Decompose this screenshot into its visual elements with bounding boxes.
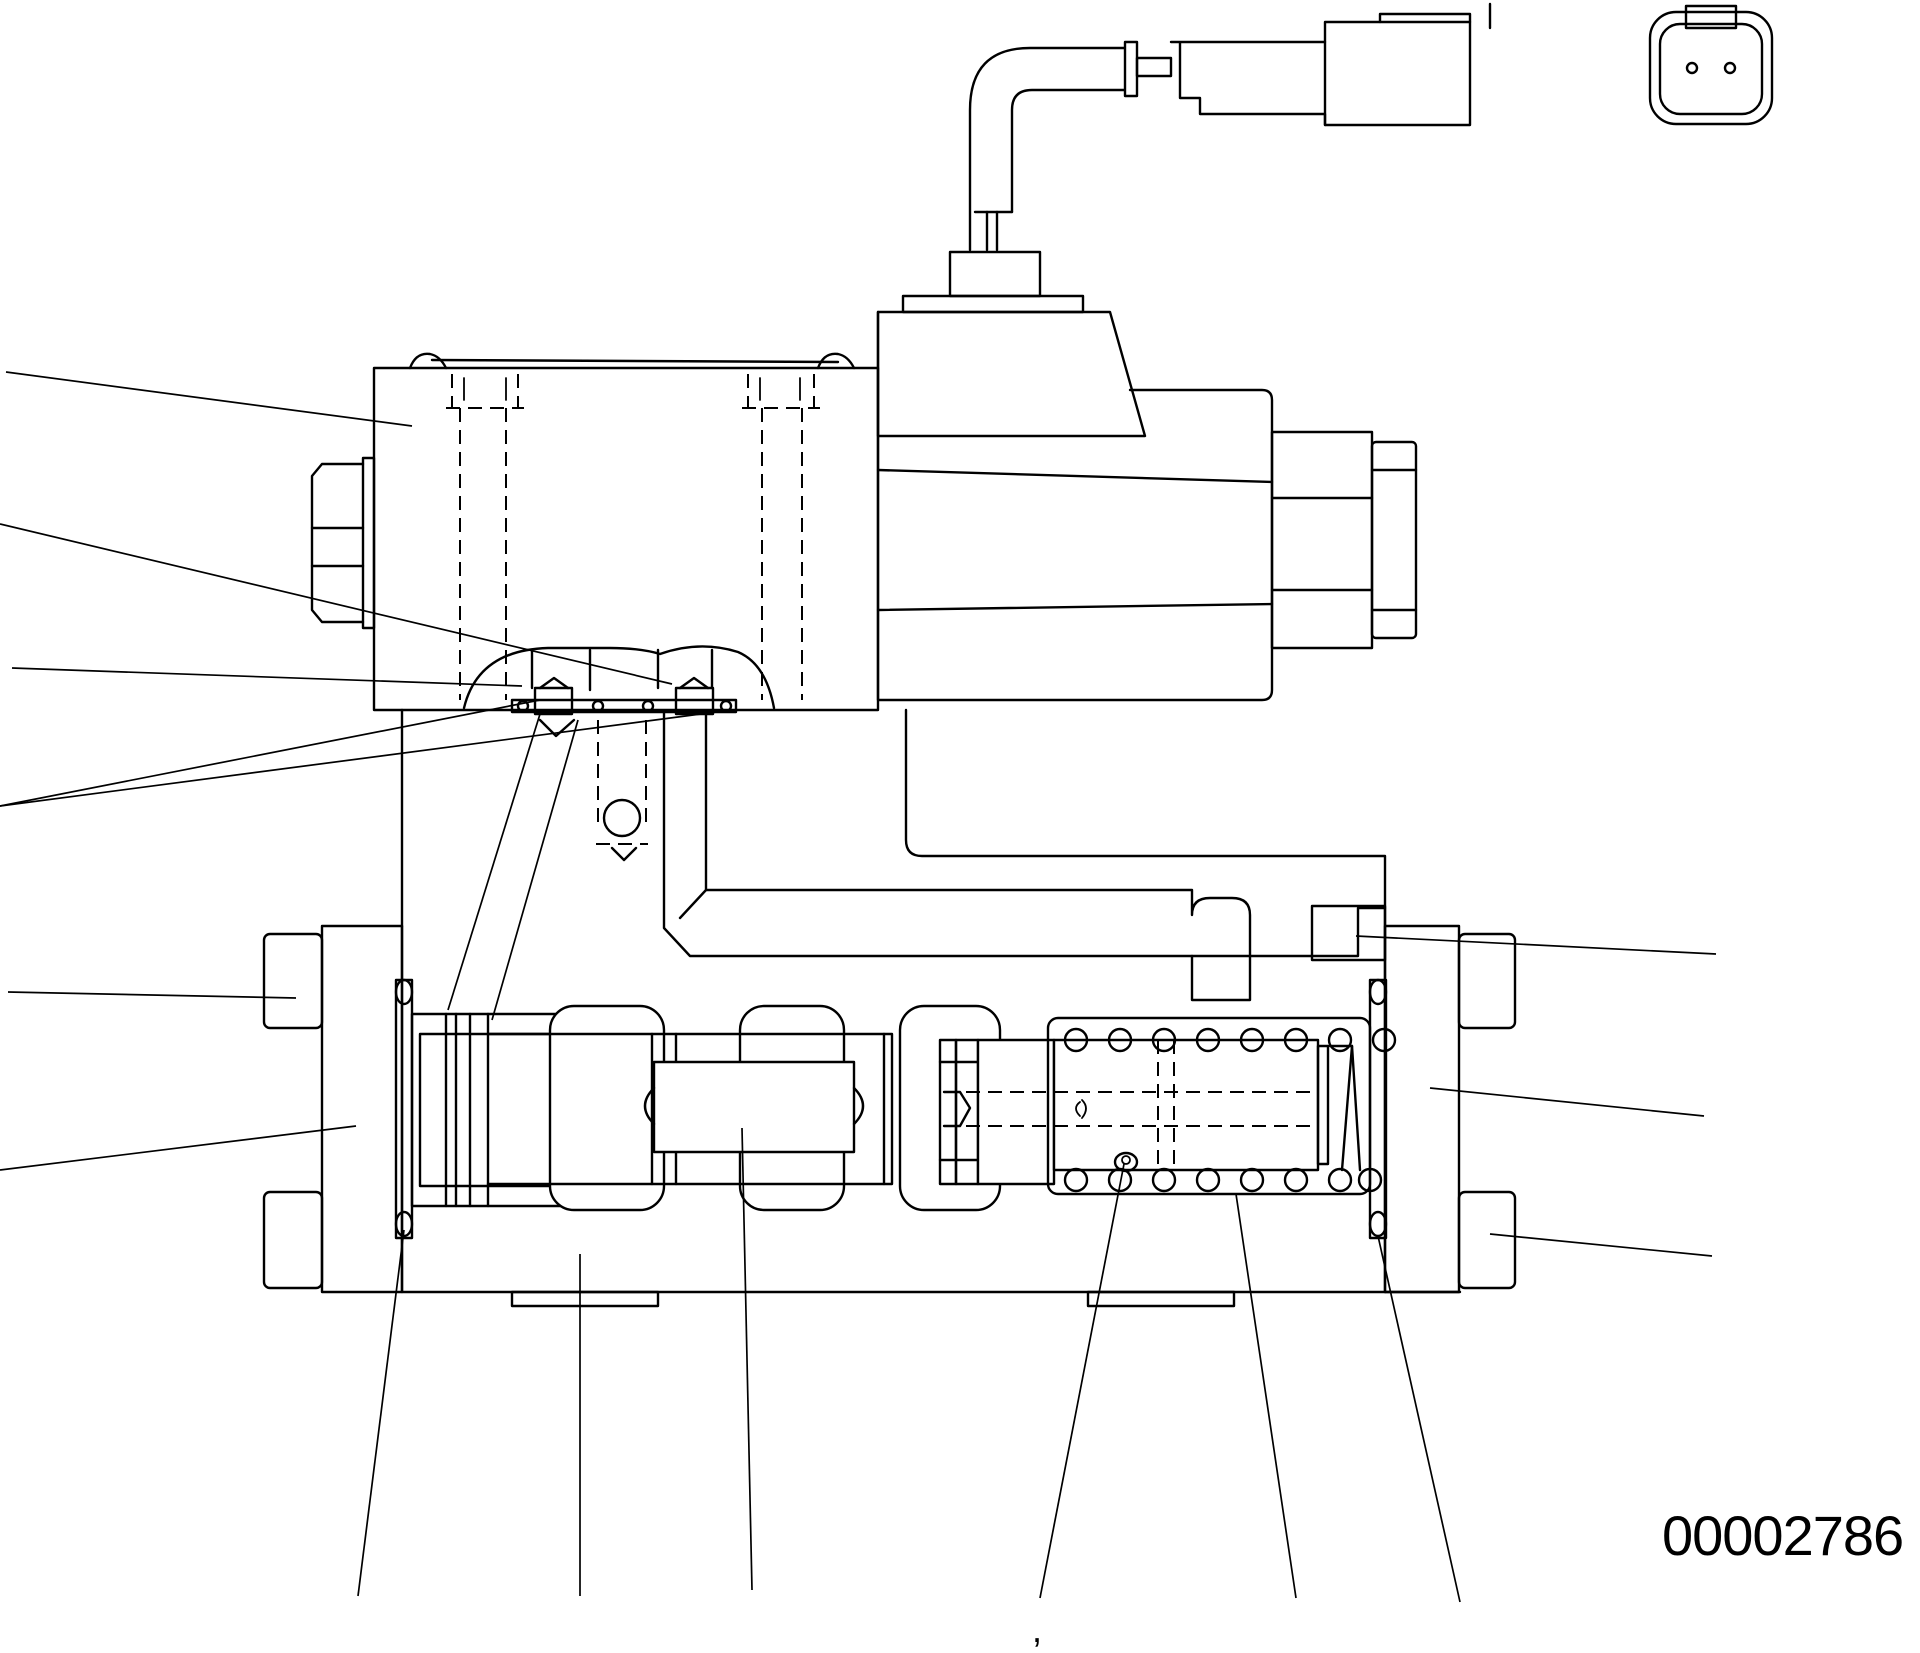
drawing-number: 00002786 (1662, 1504, 1904, 1567)
solenoid-coil (876, 250, 1418, 702)
left-end-cover (262, 924, 414, 1294)
spool (410, 1004, 1056, 1212)
right-end-cover (1368, 924, 1517, 1294)
upper-block (310, 352, 880, 712)
electrical-connector (968, 2, 1492, 252)
lower-body (400, 708, 1462, 1308)
spring-chamber (1046, 1016, 1372, 1196)
spring-coils (1063, 1027, 1397, 1193)
connector-face-view (1648, 4, 1774, 126)
check-valve-cutaway (462, 645, 776, 862)
stray-mark: , (1032, 1609, 1043, 1650)
leader-lines (0, 371, 1717, 1603)
